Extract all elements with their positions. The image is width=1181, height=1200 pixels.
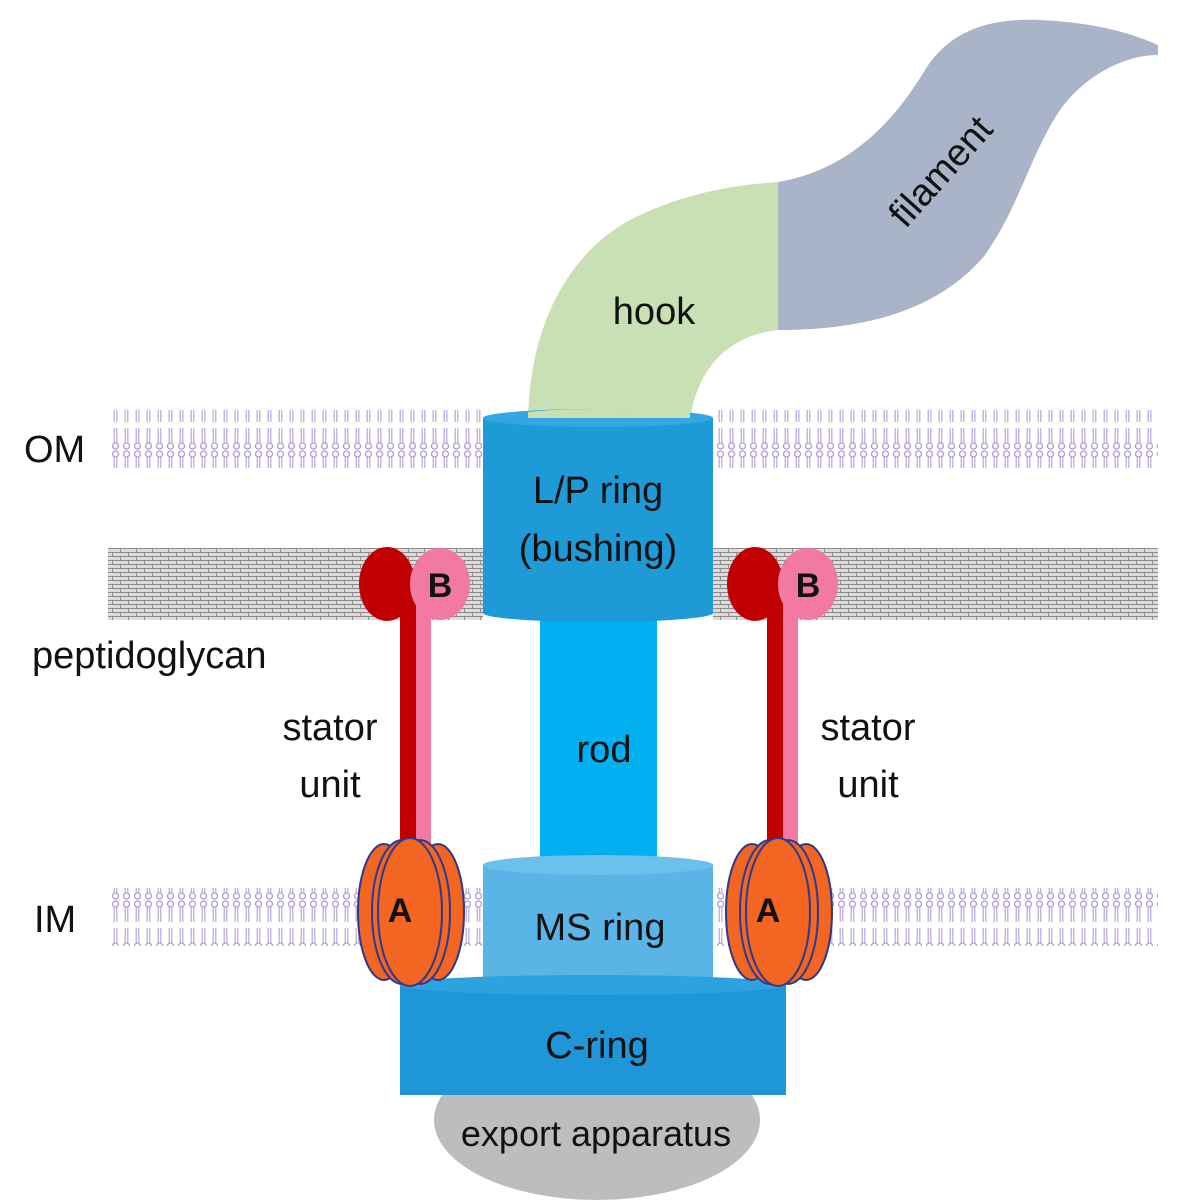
stator-right-label-line2: unit — [837, 764, 899, 806]
stator-left-label-line2: unit — [299, 764, 361, 806]
motb-stalk-dark — [400, 568, 416, 868]
stator-unit-right: B A — [725, 547, 838, 987]
c-ring — [400, 975, 786, 1095]
stator-left-label-line1: stator — [282, 707, 377, 749]
om-label: OM — [24, 429, 85, 471]
motb-stalk-dark — [767, 568, 783, 868]
subunit-b-label: B — [428, 567, 453, 605]
ms-ring-label: MS ring — [535, 907, 666, 949]
c-ring-label: C-ring — [545, 1025, 648, 1067]
peptidoglycan-label: peptidoglycan — [32, 635, 267, 677]
lp-ring — [483, 409, 713, 622]
lp-ring-label-line1: L/P ring — [533, 470, 663, 512]
subunit-b-label: B — [796, 567, 821, 605]
motb-domain-b — [778, 548, 838, 620]
outer-membrane — [108, 410, 1158, 468]
filament — [778, 19, 1158, 331]
mota-complex — [725, 837, 833, 987]
motb-domain-dark — [727, 547, 783, 621]
motb-stalk-pink — [416, 575, 431, 868]
mota-complex — [357, 837, 465, 987]
hook — [528, 182, 778, 418]
lp-ring-label-line2: (bushing) — [519, 528, 677, 570]
hook-base — [528, 409, 690, 418]
stator-right-label-line1: stator — [820, 707, 915, 749]
hook-label: hook — [613, 291, 696, 333]
rod — [540, 612, 657, 864]
subunit-a-label: A — [388, 892, 413, 930]
motb-domain-dark — [359, 547, 415, 621]
motb-stalk-pink — [783, 575, 798, 868]
rod-label: rod — [577, 729, 632, 771]
subunit-a-label: A — [756, 892, 781, 930]
export-apparatus-label: export apparatus — [461, 1113, 731, 1154]
outer-membrane-left — [108, 410, 483, 468]
outer-membrane-right — [713, 410, 1158, 468]
ms-ring — [483, 855, 713, 980]
im-label: IM — [34, 899, 76, 941]
motb-domain-b — [410, 548, 470, 620]
stator-unit-left: B A — [357, 547, 470, 987]
